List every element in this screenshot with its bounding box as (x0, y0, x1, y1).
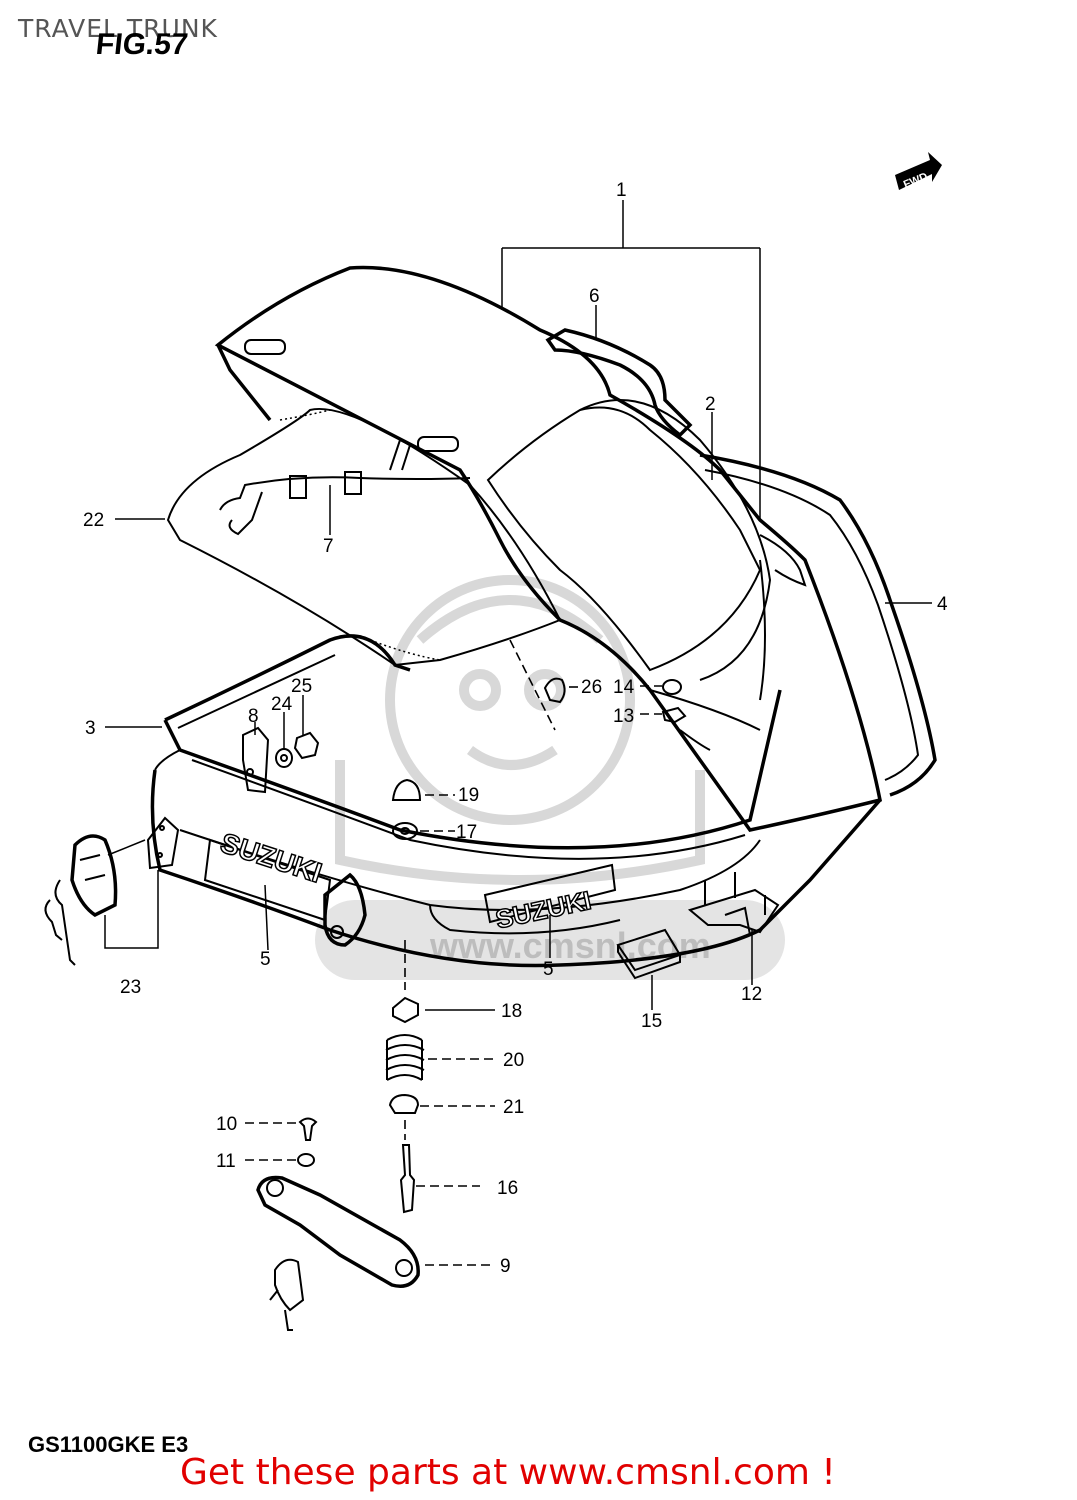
lid-stay-bracket (219, 438, 471, 536)
callout-labels: 1 2 3 4 5 5 6 7 8 9 10 11 12 13 14 15 16… (83, 180, 948, 1277)
callout-18: 18 (501, 1001, 522, 1022)
page-title: TRAVEL TRUNK (18, 14, 218, 43)
pad-part-15 (616, 928, 682, 980)
callout-22: 22 (83, 510, 104, 531)
callout-5b: 5 (543, 959, 554, 980)
trunk-body (150, 559, 882, 968)
lock-set (44, 816, 180, 966)
plug-part-26 (543, 677, 566, 704)
washer-part-11 (297, 1153, 315, 1167)
leader-lines (105, 200, 932, 1266)
callout-3: 3 (85, 718, 96, 739)
callout-5a: 5 (260, 949, 271, 970)
collar-part-21 (388, 1093, 420, 1114)
front-emblem-text: SUZUKI (217, 827, 326, 889)
screw-part-10 (298, 1117, 318, 1141)
bracket-part-12 (687, 872, 780, 936)
washer-part-24 (275, 748, 293, 768)
promo-link-text[interactable]: Get these parts at www.cmsnl.com ! (180, 1452, 836, 1493)
nut-part-25 (293, 731, 320, 760)
washer-part-17 (392, 822, 418, 840)
seal-strip (699, 453, 937, 797)
callout-24: 24 (271, 694, 293, 715)
model-code: GS1100GKE E3 (28, 1432, 189, 1457)
callout-15: 15 (641, 1011, 662, 1032)
lid-liner-panel (166, 408, 562, 667)
latch-plate-part-9 (256, 1175, 420, 1331)
forward-direction-arrow: FWD (895, 152, 942, 191)
callout-16: 16 (497, 1178, 518, 1199)
figure-number: FIG.57 (94, 28, 190, 61)
callout-19: 19 (458, 785, 479, 806)
spring-part-20 (385, 1034, 425, 1081)
callout-4: 4 (937, 594, 948, 615)
callout-14: 14 (613, 677, 635, 698)
callout-1: 1 (616, 180, 627, 201)
nut-part-18 (392, 996, 419, 1024)
callout-2: 2 (705, 394, 716, 415)
cap-part-19 (391, 778, 422, 801)
callout-21: 21 (503, 1097, 524, 1118)
callout-23: 23 (120, 977, 141, 998)
callout-8: 8 (248, 706, 259, 727)
callout-9: 9 (500, 1256, 511, 1277)
lid-handle (545, 328, 693, 438)
callout-13: 13 (613, 706, 634, 727)
callout-11: 11 (216, 1151, 236, 1172)
callout-17: 17 (456, 822, 477, 843)
body-latch (323, 872, 367, 947)
callout-26: 26 (581, 677, 602, 698)
bracket-part-8 (242, 726, 270, 794)
callout-25: 25 (291, 676, 312, 697)
callout-12: 12 (741, 984, 762, 1005)
pin-part-16 (399, 1144, 416, 1214)
callout-20: 20 (503, 1050, 524, 1071)
callout-7: 7 (323, 536, 334, 557)
callout-10: 10 (216, 1114, 237, 1135)
nut-part-13 (661, 706, 687, 724)
washer-part-14 (662, 679, 682, 695)
callout-6: 6 (589, 286, 600, 307)
